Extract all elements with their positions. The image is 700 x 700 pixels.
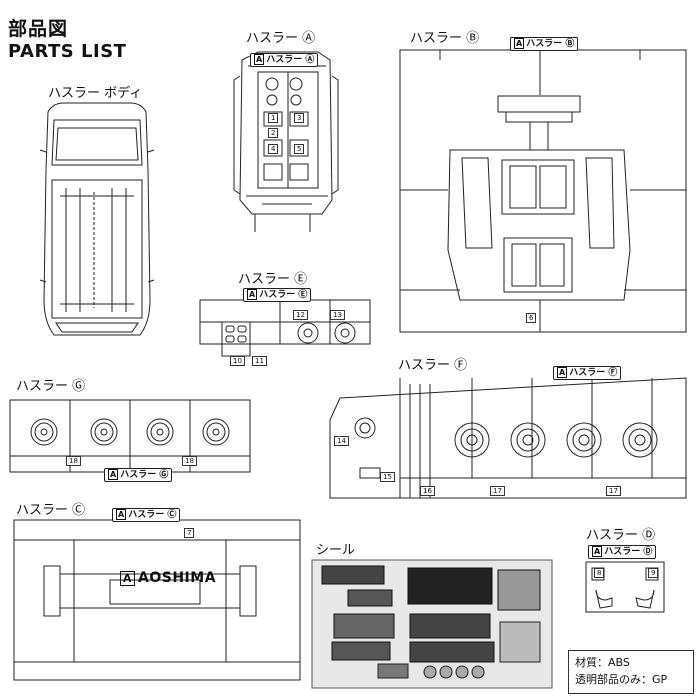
section-c-label: ハスラー Ⓒ [16, 503, 86, 518]
section-b-label: ハスラー Ⓑ [410, 31, 480, 46]
part-number: 8 [594, 568, 605, 578]
material-line: 材質：ABS [575, 656, 630, 669]
runner-g [9, 399, 251, 473]
part-number: 13 [330, 310, 345, 320]
part-number: 2 [268, 128, 279, 138]
part-number: 11 [252, 356, 267, 366]
part-number: 18 [182, 456, 197, 466]
sticker-label: シール [316, 543, 356, 558]
section-e-label: ハスラー Ⓔ [238, 272, 308, 287]
material-box: 材質：ABS 透明部品のみ：GP [568, 650, 694, 694]
part-number: 6 [526, 313, 537, 323]
part-number: 4 [268, 144, 279, 154]
runner-c [13, 519, 301, 681]
body-label: ハスラー ボディ [48, 86, 143, 101]
part-number: 3 [294, 113, 305, 123]
material-line: 透明部品のみ：GP [575, 673, 668, 686]
page-title-en: PARTS LIST [8, 41, 127, 62]
part-number: 17 [606, 486, 621, 496]
part-number: 5 [294, 144, 305, 154]
part-number: 12 [293, 310, 308, 320]
runner-a [233, 51, 339, 232]
sticker-sheet [311, 559, 553, 689]
part-number: 7 [184, 528, 195, 538]
part-number: 16 [420, 486, 435, 496]
part-number: 18 [66, 456, 81, 466]
section-d-label: ハスラー Ⓓ [586, 528, 656, 543]
runner-f [329, 377, 687, 499]
part-number: 17 [490, 486, 505, 496]
runner-e [199, 299, 371, 357]
page-title-jp: 部品図 [8, 18, 69, 40]
section-a-label: ハスラー Ⓐ [246, 31, 316, 46]
runner-b [399, 49, 687, 333]
part-number: 15 [380, 472, 395, 482]
section-f-label: ハスラー Ⓕ [398, 358, 468, 373]
body-part [39, 102, 155, 336]
part-number: 10 [230, 356, 245, 366]
part-number: 14 [334, 436, 349, 446]
part-number: 9 [648, 568, 659, 578]
section-g-label: ハスラー Ⓖ [16, 379, 86, 394]
part-number: 1 [268, 113, 279, 123]
